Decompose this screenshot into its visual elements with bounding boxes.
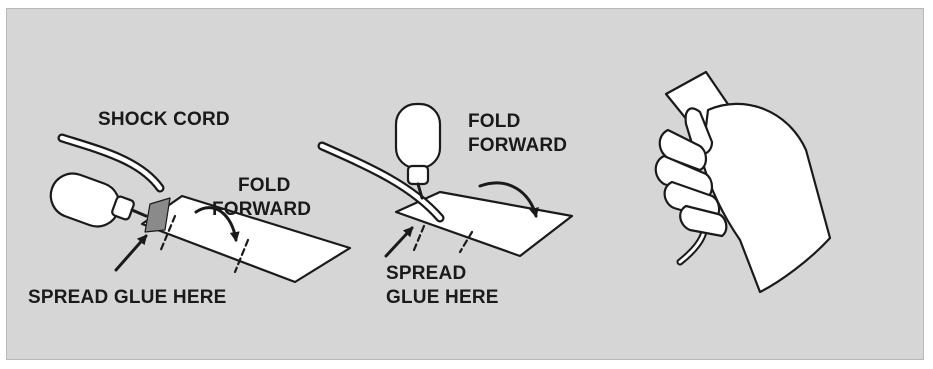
glue-bottle: [45, 167, 146, 232]
shock-cord-label: SHOCK CORD: [98, 108, 230, 132]
step2-illustration: [322, 104, 572, 256]
hand-holding-mount: [656, 72, 830, 292]
fold-label-line1: FOLD: [238, 174, 291, 198]
fold-label-line2: FORWARD: [468, 134, 567, 158]
pointer-arrow: [116, 236, 146, 270]
hand-palm: [702, 104, 830, 292]
fold-label-line1: FOLD: [468, 110, 521, 134]
pointer-arrow: [386, 228, 412, 256]
spread-label-line1: SPREAD: [386, 262, 466, 286]
spread-glue-label: SPREAD GLUE HERE: [28, 286, 227, 310]
fold-label-line2: FORWARD: [212, 198, 311, 222]
spread-label-line2: GLUE HERE: [386, 286, 499, 310]
